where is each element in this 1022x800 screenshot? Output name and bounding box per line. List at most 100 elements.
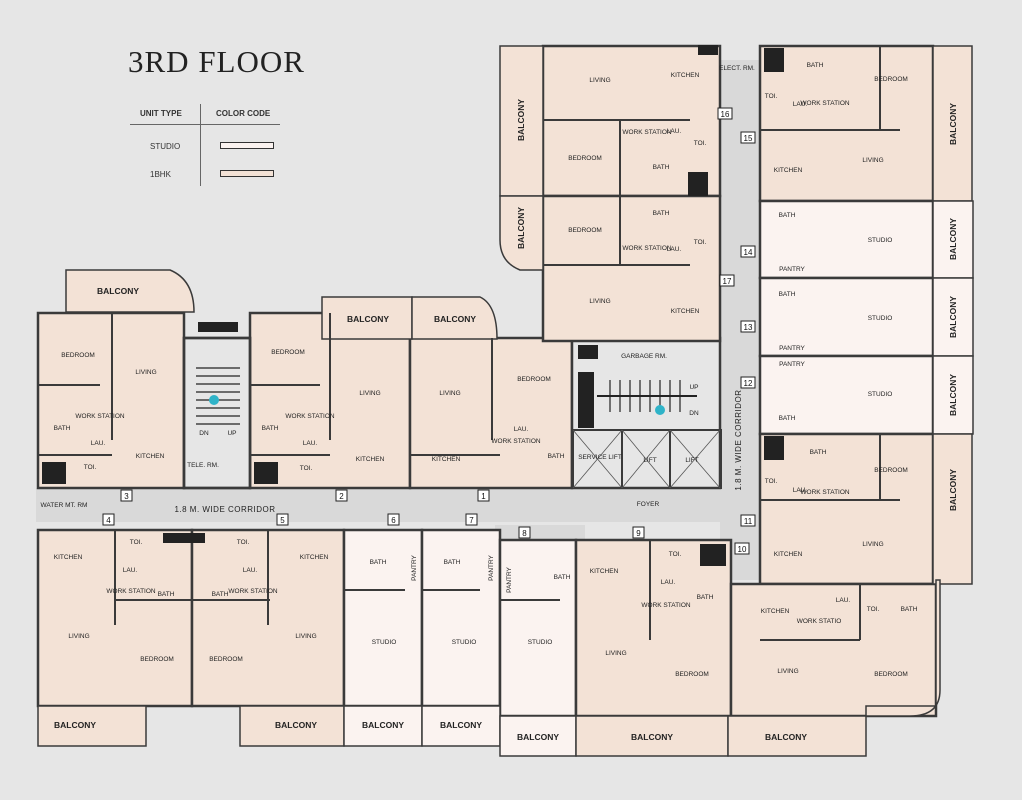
balcony-bottom-7: [421, 705, 501, 747]
lau-label: LAU.: [91, 440, 106, 447]
unit-number: 1: [481, 492, 486, 501]
lau-label: LAU.: [661, 579, 676, 586]
page-title: 3RD FLOOR: [128, 44, 305, 79]
studio-label: STUDIO: [528, 639, 553, 646]
balcony-right-13: [932, 277, 974, 357]
pantry-label: PANTRY: [506, 566, 513, 592]
studio-label: STUDIO: [372, 639, 397, 646]
work-station-label: WORK STATION: [228, 588, 278, 595]
bath-label: BATH: [807, 62, 824, 69]
kitchen-label: KITCHEN: [671, 72, 700, 79]
unit-10: [729, 582, 938, 718]
living-label: LIVING: [589, 77, 610, 84]
main-corridor-label: 1.8 M. WIDE CORRIDOR: [174, 505, 275, 514]
balcony-label: BALCONY: [631, 732, 673, 742]
kitchen-label: KITCHEN: [774, 551, 803, 558]
living-label: LIVING: [862, 157, 883, 164]
stairs: [196, 367, 697, 425]
unit-number: 16: [721, 110, 730, 119]
balcony-top-left-b: [499, 195, 544, 271]
work-station-label: WORK STATION: [106, 588, 156, 595]
unit-number: 8: [522, 529, 527, 538]
living-label: LIVING: [68, 633, 89, 640]
unit-number: 13: [744, 323, 753, 332]
living-label: LIVING: [605, 650, 626, 657]
bedroom-label: BEDROOM: [874, 671, 908, 678]
duct-icon: [42, 462, 66, 484]
unit-number: 5: [280, 516, 285, 525]
legend-row-1bhk-label: 1BHK: [150, 170, 171, 179]
unit-number: 9: [636, 529, 641, 538]
balcony-label: BALCONY: [516, 99, 526, 141]
balcony-left-top: [65, 269, 195, 313]
lau-label: LAU.: [793, 487, 808, 494]
kitchen-label: KITCHEN: [136, 453, 165, 460]
bedroom-label: BEDROOM: [675, 671, 709, 678]
kitchen-label: KITCHEN: [761, 608, 790, 615]
unit-9: [574, 538, 733, 718]
toi-label: TOI.: [237, 539, 250, 546]
bath-label: BATH: [212, 591, 229, 598]
pantry-label: PANTRY: [779, 266, 805, 273]
bath-label: BATH: [54, 425, 71, 432]
toi-label: TOI.: [765, 93, 778, 100]
kitchen-label: KITCHEN: [54, 554, 83, 561]
duct-icon: [578, 372, 594, 428]
toi-label: TOI.: [694, 140, 707, 147]
bath-label: BATH: [262, 425, 279, 432]
duct-icon: [698, 45, 718, 55]
stair-dn-label: DN: [199, 430, 209, 437]
bedroom-label: BEDROOM: [271, 349, 305, 356]
unit-6: [342, 528, 424, 708]
kitchen-label: KITCHEN: [671, 308, 700, 315]
bedroom-label: BEDROOM: [568, 155, 602, 162]
bath-label: BATH: [158, 591, 175, 598]
stair-up-label: UP: [227, 430, 236, 437]
pantry-label: PANTRY: [488, 554, 495, 580]
balcony-bottom-5: [239, 705, 345, 747]
balcony-label: BALCONY: [54, 720, 96, 730]
toi-label: TOI.: [84, 464, 97, 471]
corridors: [36, 60, 760, 580]
work-station-label: WORK STATION: [75, 413, 125, 420]
units: [36, 44, 938, 718]
unit-numbers: 1 2 3 4 5 6 7 8 9 10 11 12 13 14 15 16 1…: [102, 107, 756, 555]
balcony-label: BALCONY: [517, 732, 559, 742]
living-label: LIVING: [359, 390, 380, 397]
unit-12: [758, 354, 935, 436]
unit-number: 12: [744, 379, 753, 388]
balcony-label: BALCONY: [765, 732, 807, 742]
studio-label: STUDIO: [868, 237, 893, 244]
toi-label: TOI.: [300, 465, 313, 472]
color-legend: UNIT TYPE COLOR CODE STUDIO 1BHK: [130, 104, 290, 190]
legend-studio-swatch: [220, 142, 274, 149]
unit-7: [420, 528, 502, 708]
work-station-label: WORK STATION: [622, 129, 672, 136]
unit-number: 2: [339, 492, 344, 501]
living-label: LIVING: [295, 633, 316, 640]
lift-label: LIFT: [685, 457, 698, 464]
living-label: LIVING: [589, 298, 610, 305]
unit-number: 4: [106, 516, 111, 525]
duct-icon: [700, 544, 726, 566]
lau-label: LAU.: [793, 101, 808, 108]
toi-label: TOI.: [867, 606, 880, 613]
studio-label: STUDIO: [868, 391, 893, 398]
unit-number: 10: [738, 545, 747, 554]
legend-unit-type-header: UNIT TYPE: [140, 109, 182, 118]
work-station-label: WORK STATION: [800, 489, 850, 496]
living-label: LIVING: [439, 390, 460, 397]
bath-label: BATH: [810, 449, 827, 456]
unit-number: 3: [124, 492, 129, 501]
toi-label: TOI.: [765, 478, 778, 485]
balcony-label: BALCONY: [347, 314, 389, 324]
stair-marker-icon: [209, 395, 219, 405]
toi-label: TOI.: [694, 239, 707, 246]
lift-label: LIFT: [643, 457, 656, 464]
bath-label: BATH: [779, 291, 796, 298]
duct-icons: [42, 45, 784, 566]
lau-label: LAU.: [514, 426, 529, 433]
tele-room-label: TELE. RM.: [187, 462, 219, 469]
unit-15: [758, 44, 935, 203]
